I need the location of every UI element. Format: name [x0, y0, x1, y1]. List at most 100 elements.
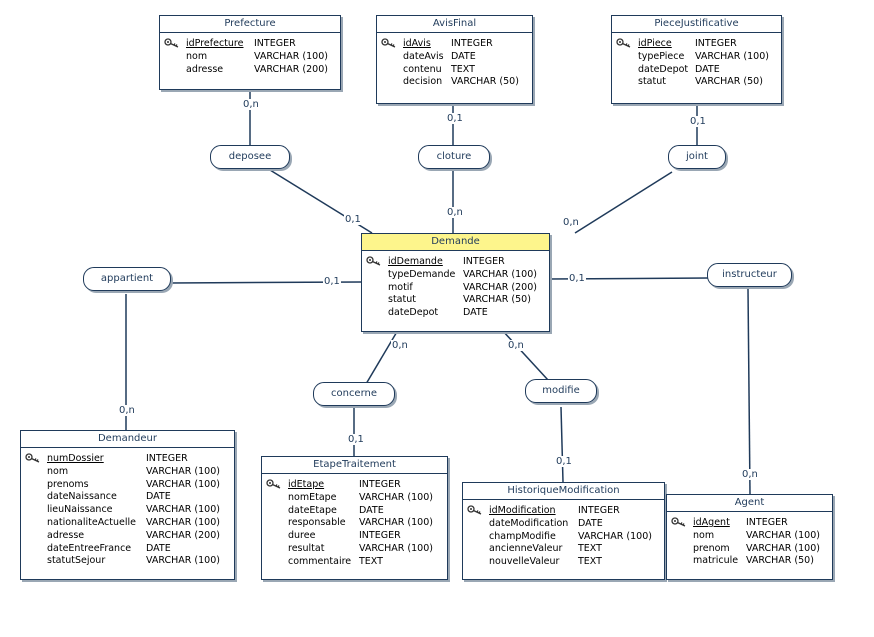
attribute-name: champModifie: [489, 530, 556, 542]
key-icon: [467, 505, 489, 518]
key-spacer: [164, 64, 186, 77]
attribute-name: idEtape: [288, 479, 325, 490]
attribute-name: statutSejour: [47, 555, 106, 567]
entity-title: Prefecture: [160, 16, 340, 33]
attribute-type: VARCHAR (100): [359, 491, 433, 503]
key-icon: [25, 453, 47, 466]
attribute-type: INTEGER: [359, 530, 401, 542]
key-spacer: [25, 466, 47, 479]
assoc-instructeur[interactable]: instructeur: [707, 263, 792, 287]
card-modifie-historique: 0,1: [555, 456, 573, 467]
entity-title: PieceJustificative: [612, 16, 781, 33]
attribute-row: adresse VARCHAR (200): [25, 530, 230, 543]
key-spacer: [616, 76, 638, 89]
attribute-type: INTEGER: [451, 38, 493, 49]
key-spacer: [671, 555, 693, 568]
key-spacer: [266, 505, 288, 518]
attribute-type: VARCHAR (100): [746, 529, 820, 541]
link-joint-demande: [574, 171, 673, 234]
card-appartient-demande: 0,1: [323, 276, 341, 287]
attribute-type: DATE: [463, 307, 488, 319]
key-spacer: [25, 517, 47, 530]
link-instructeur-agent: [747, 288, 751, 495]
assoc-modifie[interactable]: modifie: [525, 379, 597, 403]
key-spacer: [25, 479, 47, 492]
attribute-name: adresse: [47, 529, 85, 541]
attribute-type: VARCHAR (200): [146, 529, 220, 541]
attribute-name: idAvis: [403, 38, 431, 49]
key-spacer: [381, 64, 403, 77]
attribute-type: VARCHAR (100): [146, 504, 220, 516]
key-spacer: [366, 307, 388, 320]
attribute-type: VARCHAR (200): [463, 281, 537, 293]
attribute-name: dateEntreeFrance: [47, 542, 132, 554]
attribute-type: TEXT: [451, 63, 475, 75]
assoc-appartient[interactable]: appartient: [83, 267, 171, 291]
attribute-type: TEXT: [359, 555, 383, 567]
attribute-name: duree: [288, 530, 316, 542]
attribute-name: idPrefecture: [186, 38, 244, 49]
key-spacer: [25, 543, 47, 556]
key-icon: [381, 38, 403, 51]
attribute-name: typeDemande: [388, 268, 456, 280]
attribute-name: prenom: [693, 542, 730, 554]
attribute-name: matricule: [693, 555, 739, 567]
key-spacer: [616, 51, 638, 64]
attribute-row: statutSejour VARCHAR (100): [25, 555, 230, 568]
attribute-type: INTEGER: [254, 38, 296, 49]
attribute-type: VARCHAR (100): [146, 555, 220, 567]
assoc-cloture[interactable]: cloture: [418, 145, 490, 169]
key-spacer: [467, 518, 489, 531]
attribute-name: idModification: [489, 505, 556, 516]
attribute-name: ancienneValeur: [489, 543, 563, 555]
key-spacer: [266, 492, 288, 505]
card-instructeur-demande: 0,1: [568, 273, 586, 284]
attribute-type: VARCHAR (100): [146, 465, 220, 477]
attribute-type: TEXT: [578, 543, 602, 555]
attribute-name: dateDepot: [388, 307, 439, 319]
assoc-joint[interactable]: joint: [668, 145, 726, 169]
card-prefecture-deposee: 0,n: [242, 99, 260, 110]
card-concerne-etape: 0,1: [347, 434, 365, 445]
link-concerne-demande: [365, 329, 399, 385]
key-spacer: [366, 269, 388, 282]
attribute-name: responsable: [288, 517, 346, 529]
key-spacer: [381, 76, 403, 89]
key-spacer: [671, 530, 693, 543]
attribute-name: idPiece: [638, 38, 672, 49]
attribute-name: statut: [388, 294, 416, 306]
attribute-name: nouvelleValeur: [489, 556, 560, 568]
key-spacer: [164, 51, 186, 64]
attribute-type: VARCHAR (100): [359, 542, 433, 554]
assoc-deposee[interactable]: deposee: [210, 145, 290, 169]
assoc-concerne[interactable]: concerne: [313, 382, 395, 406]
key-spacer: [266, 530, 288, 543]
